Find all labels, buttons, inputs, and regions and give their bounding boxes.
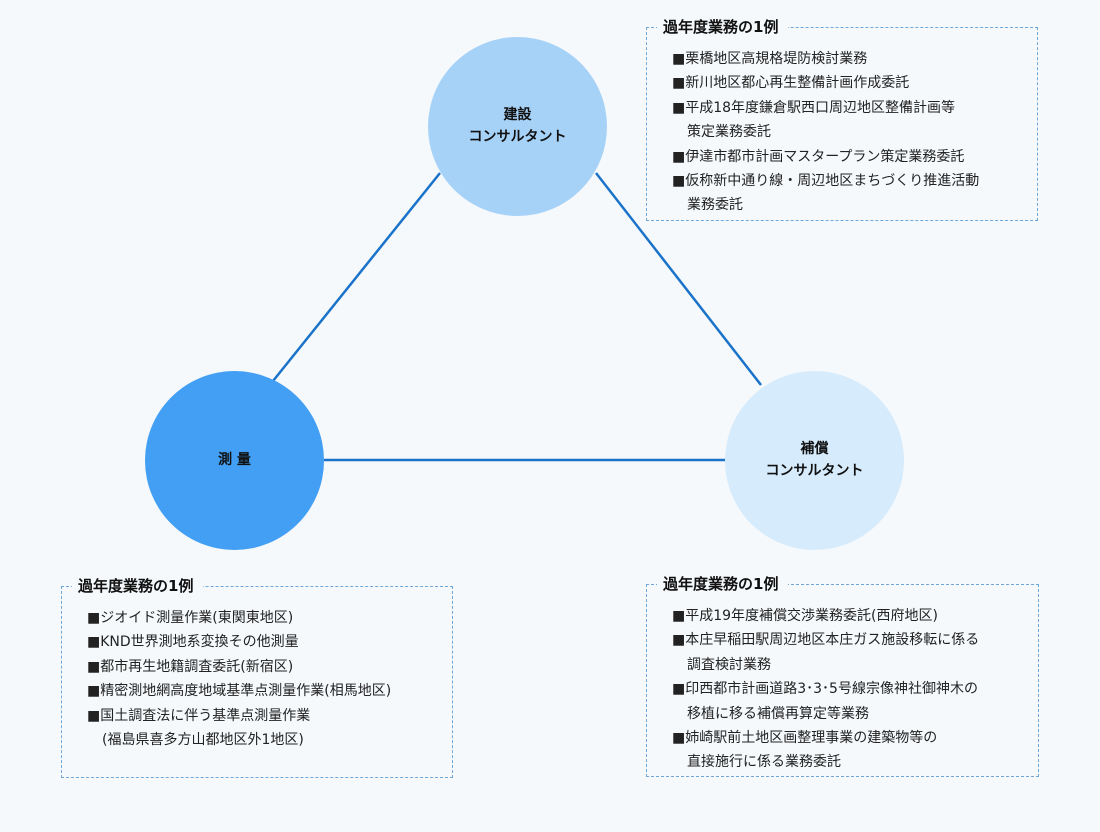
list-item: ■姉崎駅前土地区画整理事業の建築物等の直接施行に係る業務委託 (672, 730, 938, 771)
construction-examples-box: 過年度業務の1例 ■栗橋地区高規格堤防検討業務 ■新川地区都心再生整備計画作成委… (646, 15, 1038, 221)
list-item: ■都市再生地籍調査委託(新宿区) (87, 658, 294, 675)
list-item: ■栗橋地区高規格堤防検討業務 (672, 51, 868, 67)
node-construction-label-1: 建設 (503, 106, 532, 123)
list-item: ■国土調査法に伴う基準点測量作業(福島県喜多方山都地区外1地区) (87, 707, 311, 749)
survey-examples-list: ■ジオイド測量作業(東関東地区) ■KND世界測地系変換その他測量 ■都市再生地… (87, 606, 391, 752)
node-survey-label: 測 量 (218, 451, 251, 468)
node-survey: 測 量 (145, 371, 324, 550)
compensation-examples-list: ■平成19年度補償交渉業務委託(西府地区) ■本庄早稲田駅周辺地区本庄ガス施設移… (672, 604, 979, 775)
list-item: ■KND世界測地系変換その他測量 (87, 634, 299, 651)
connector-construction-survey (272, 172, 441, 382)
compensation-examples-title: 過年度業務の1例 (657, 572, 789, 596)
node-construction-consultant: 建設 コンサルタント (428, 37, 607, 216)
survey-examples-box: 過年度業務の1例 ■ジオイド測量作業(東関東地区) ■KND世界測地系変換その他… (61, 574, 453, 778)
connector-construction-compensation (595, 172, 762, 386)
construction-examples-title: 過年度業務の1例 (657, 15, 789, 39)
survey-examples-title: 過年度業務の1例 (72, 574, 204, 598)
list-item: ■精密測地網高度地域基準点測量作業(相馬地区) (87, 683, 392, 700)
compensation-examples-box: 過年度業務の1例 ■平成19年度補償交渉業務委託(西府地区) ■本庄早稲田駅周辺… (646, 572, 1039, 777)
list-item: ■ジオイド測量作業(東関東地区) (87, 610, 294, 626)
list-item: ■新川地区都心再生整備計画作成委託 (672, 75, 910, 92)
list-item: ■平成18年度鎌倉駅西口周辺地区整備計画等策定業務委託 (672, 99, 956, 141)
list-item: ■平成19年度補償交渉業務委託(西府地区) (672, 608, 938, 624)
node-compensation-consultant: 補償 コンサルタント (725, 371, 904, 550)
list-item: ■印西都市計画道路3･3･5号線宗像神社御神木の移植に移る補償再算定等業務 (672, 681, 978, 722)
list-item: ■仮称新中通り線・周辺地区まちづくり推進活動業務委託 (672, 173, 980, 214)
list-item: ■伊達市都市計画マスタープラン策定業務委託 (672, 148, 965, 165)
construction-examples-list: ■栗橋地区高規格堤防検討業務 ■新川地区都心再生整備計画作成委託 ■平成18年度… (672, 47, 979, 218)
node-compensation-label-1: 補償 (800, 440, 829, 457)
node-compensation-label-2: コンサルタント (765, 462, 864, 479)
node-construction-label-2: コンサルタント (468, 128, 567, 145)
list-item: ■本庄早稲田駅周辺地区本庄ガス施設移転に係る調査検討業務 (672, 632, 980, 673)
